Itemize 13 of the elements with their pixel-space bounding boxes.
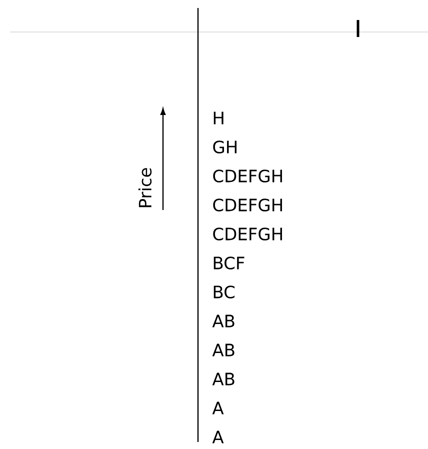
row-letters: BCF xyxy=(214,256,244,270)
row-letters: CDEFGH xyxy=(213,228,282,240)
row-letters: AB xyxy=(212,372,234,386)
row-letters: CDEFGH xyxy=(213,198,282,212)
row-letters: H xyxy=(214,112,224,124)
row-letters: A xyxy=(212,430,224,444)
row-letters: BC xyxy=(214,286,235,298)
row-letters: GH xyxy=(213,140,236,154)
row-letters: CDEFGH xyxy=(213,170,282,182)
row-letters: AB xyxy=(212,344,234,356)
row-letters: AB xyxy=(212,314,234,328)
row-letters: A xyxy=(212,402,224,414)
axis-title: Price xyxy=(138,168,152,208)
